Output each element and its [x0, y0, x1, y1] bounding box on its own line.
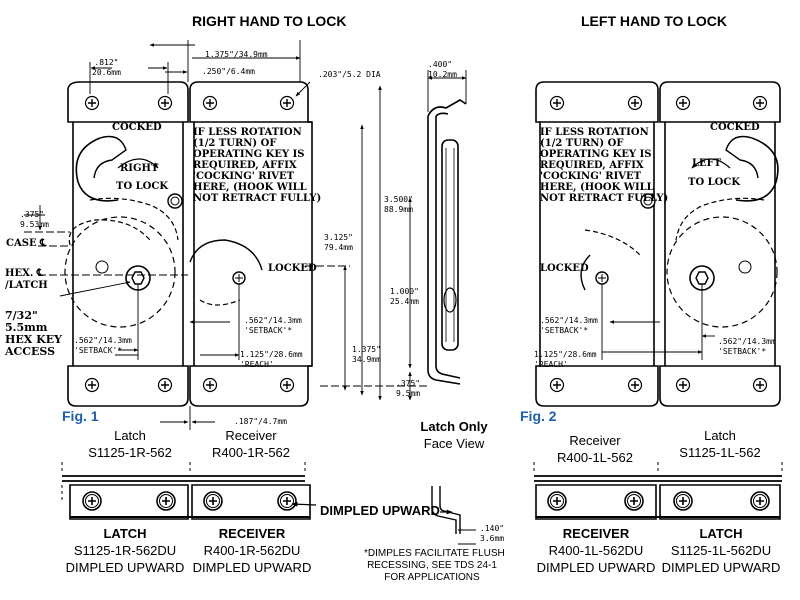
dim-3500: 3.500"88.9mm [384, 195, 413, 214]
title-left-hand: LEFT HAND TO LOCK [581, 13, 727, 29]
fig2-label: Fig. 2 [520, 408, 557, 424]
left-dim-562-setback-upper: .562"/14.3mm'SETBACK'* [540, 316, 598, 335]
dim-400: .400"10.2mm [428, 60, 457, 79]
left-dim-562-setback-lower: .562"/14.3mm'SETBACK'* [718, 337, 776, 356]
left-arrow-label: LEFT [692, 158, 722, 169]
left-receiver-plate [535, 81, 659, 407]
right-cocked-label: COCKED [112, 122, 162, 133]
left-plain-strip [533, 462, 783, 482]
right-plain-strip [61, 462, 306, 482]
dim-562-setback-upper: .562"/14.3mm'SETBACK'* [244, 316, 302, 335]
hex-latch-label: /LATCH [5, 280, 48, 291]
case-centerline-label: CASE ℄ [6, 238, 47, 249]
right-dimension-lines [24, 40, 467, 430]
dim-1375-bottom: 1.375"34.9mm [352, 345, 381, 364]
dim-203-dia: .203"/5.2 DIA [318, 70, 381, 79]
left-latch-screws [640, 95, 768, 393]
left-rivet-note: IF LESS ROTATION (1/2 TURN) OF OPERATING… [540, 127, 669, 204]
fig1-label: Fig. 1 [62, 408, 99, 424]
dim-562-setback-lower: .562"/14.3mm'SETBACK'* [74, 336, 132, 355]
right-dimpled-callout [291, 486, 476, 545]
right-rivet-note: IF LESS ROTATION (1/2 TURN) OF OPERATING… [193, 127, 322, 204]
left-dimpled-screws [547, 491, 770, 511]
right-arrow-label: RIGHT [120, 163, 159, 174]
hex-key-access [125, 265, 151, 291]
left-cocked-label: COCKED [710, 122, 760, 133]
hex-centerline-label: HEX. ℄ [5, 268, 44, 279]
left-dimension-lines [601, 284, 715, 360]
right-dimpled-strip [61, 484, 311, 520]
right-latch-screws [84, 95, 183, 393]
dim-1125-reach: 1.125"/28.6mm'REACH' [240, 350, 303, 369]
left-locked-label: LOCKED [540, 263, 589, 274]
left-to-lock-label: TO LOCK [688, 177, 741, 188]
dim-140: .140"3.6mm [480, 524, 505, 543]
side-view-profile [427, 99, 467, 385]
dim-812: .812"20.6mm [92, 58, 121, 77]
title-right-hand: RIGHT HAND TO LOCK [192, 13, 347, 29]
left-receiver-screws [549, 95, 643, 393]
dim-1375-top: 1.375"/34.9mm [205, 50, 268, 59]
dim-187: .187"/4.7mm [234, 417, 287, 426]
dimpled-upward-callout: DIMPLED UPWARD [320, 503, 440, 518]
left-dimpled-strip [535, 484, 781, 520]
left-latch-plate [659, 81, 781, 407]
right-dimpled-screws [82, 491, 297, 511]
right-locked-label: LOCKED [268, 263, 317, 274]
dim-1000: 1.000"25.4mm [390, 287, 419, 306]
right-receiver-plate [189, 81, 313, 407]
dim-250: .250"/6.4mm [202, 67, 255, 76]
hex-key-access-label: 7/32" 5.5mm HEX KEY ACCESS [5, 309, 62, 358]
right-to-lock-label: TO LOCK [116, 181, 169, 192]
right-latch-plate [64, 81, 189, 407]
left-dim-1125-reach: 1.125"/28.6mm'REACH' [534, 350, 597, 369]
dim-3125: 3.125"79.4mm [324, 233, 353, 252]
dim-375-bottom: .375"9.5mm [396, 379, 421, 398]
dim-375-top: .375"9.53mm [20, 210, 49, 229]
